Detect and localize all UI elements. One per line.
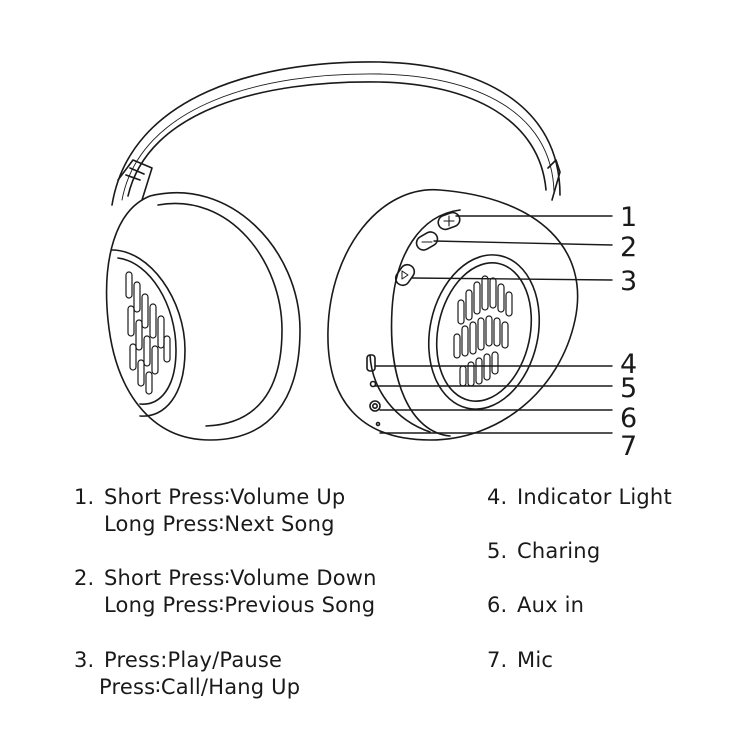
legend-number: 2.	[74, 566, 95, 590]
indicator-light	[366, 354, 376, 372]
callout-3: 3	[620, 266, 637, 297]
legend-line: Press∶Call/Hang Up	[99, 675, 301, 699]
play-pause-button[interactable]	[393, 262, 417, 288]
legend-line: Short Press∶Volume Up	[104, 485, 346, 509]
legend-number: 1.	[74, 485, 95, 509]
mic-hole	[375, 421, 381, 427]
callout-5: 5	[620, 373, 637, 404]
legend-item-1: 1. Short Press∶Volume Up Long Press∶Next …	[74, 484, 345, 538]
plus-icon	[443, 215, 455, 227]
headphone-diagram: 1 2 3 4 5 6 7	[105, 61, 637, 460]
legend-number: 6.	[487, 593, 508, 617]
volume-down-button[interactable]	[414, 229, 440, 252]
legend-item-4: 4. Indicator Light	[487, 484, 672, 511]
headband	[111, 61, 561, 206]
right-ear-cup	[327, 189, 579, 441]
legend-item-3: 3. Press:Play/Pause Press∶Call/Hang Up	[74, 647, 300, 701]
legend-line: Press:Play/Pause	[104, 648, 283, 672]
volume-up-button[interactable]	[436, 211, 461, 232]
legend-item-2: 2. Short Press∶Volume Down Long Press∶Pre…	[74, 565, 377, 619]
legend-number: 5.	[487, 539, 508, 563]
legend-line: Short Press∶Volume Down	[104, 566, 377, 590]
legend-line: Long Press∶Previous Song	[104, 593, 376, 617]
legend-line: Long Press∶Next Song	[104, 512, 335, 536]
leader-lines	[374, 215, 613, 434]
legend-line: Indicator Light	[517, 485, 672, 509]
legend-item-5: 5. Charing	[487, 538, 600, 565]
callout-7: 7	[620, 431, 637, 460]
charging-port[interactable]	[369, 380, 377, 388]
legend-item-7: 7. Mic	[487, 647, 553, 674]
legend-line: Charing	[517, 539, 601, 563]
legend-line: Mic	[517, 648, 554, 672]
legend-number: 4.	[487, 485, 508, 509]
callout-2: 2	[620, 232, 637, 263]
left-ear-cup	[105, 191, 301, 441]
legend-number: 7.	[487, 648, 508, 672]
play-pause-icon	[401, 270, 409, 280]
callout-6: 6	[620, 403, 637, 434]
legend-item-6: 6. Aux in	[487, 592, 584, 619]
callout-4: 4	[620, 349, 637, 380]
legend-line: Aux in	[517, 593, 585, 617]
aux-in-port[interactable]	[369, 400, 381, 412]
callout-1: 1	[620, 202, 637, 233]
legend-number: 3.	[74, 648, 95, 672]
